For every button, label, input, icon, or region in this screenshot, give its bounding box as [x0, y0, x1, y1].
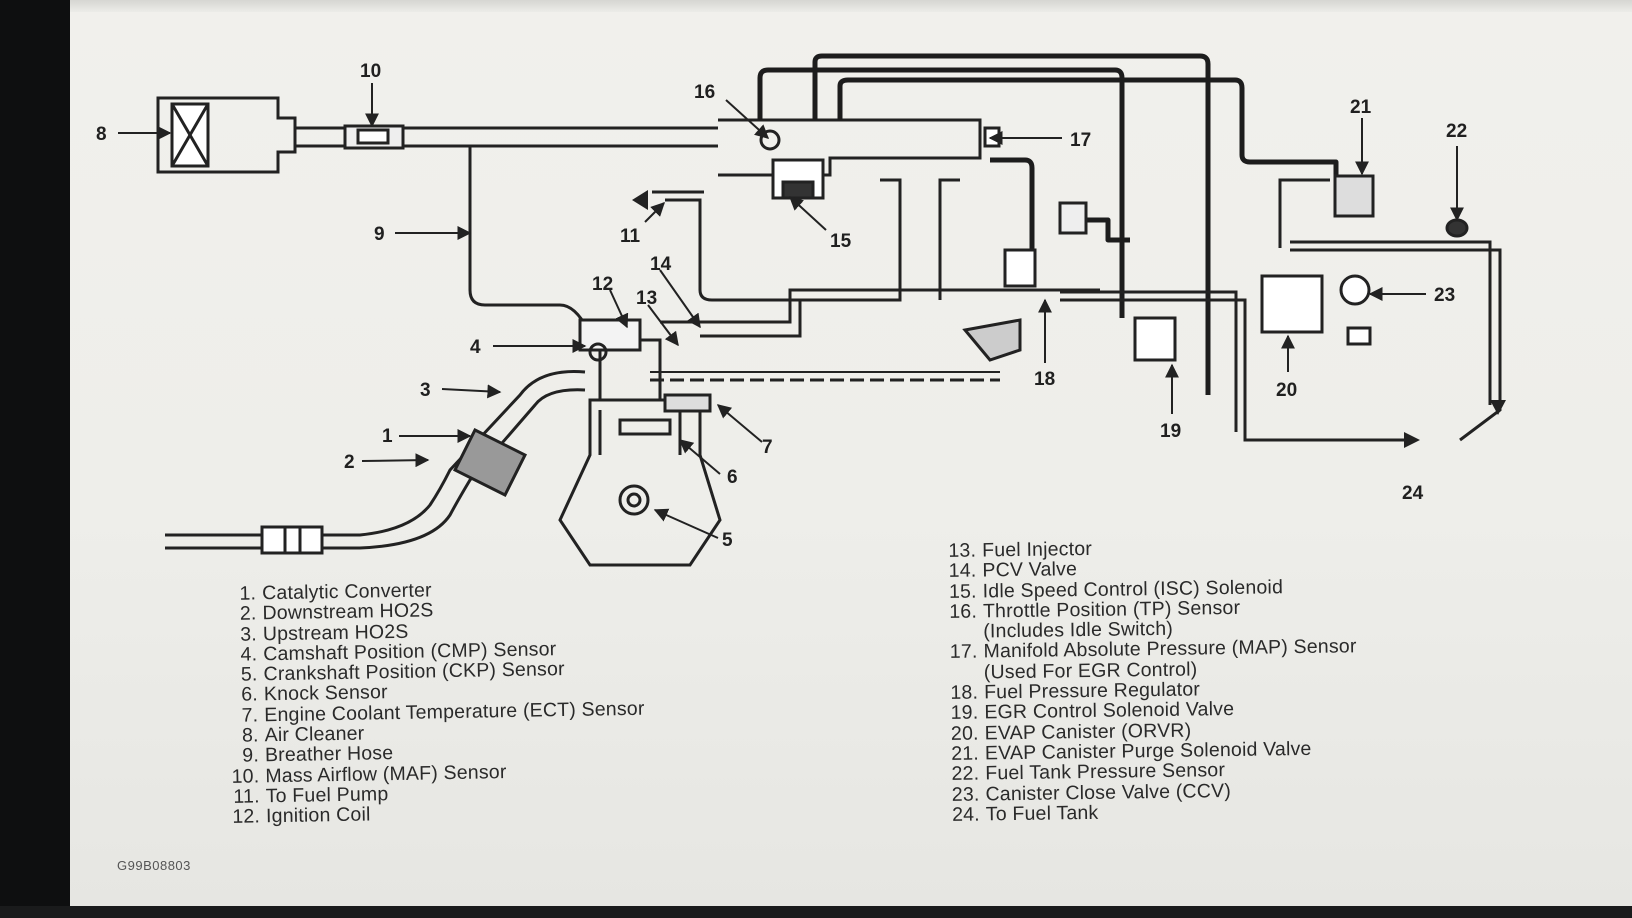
callout-12: 12 — [592, 274, 613, 295]
callout-21: 21 — [1350, 97, 1372, 118]
callout-23: 23 — [1434, 285, 1455, 306]
callout-10: 10 — [360, 61, 381, 82]
right-components — [962, 174, 1469, 362]
callout-8: 8 — [96, 124, 107, 145]
callout-20: 20 — [1276, 380, 1297, 401]
callout-7: 7 — [762, 437, 773, 458]
callout-2: 2 — [344, 452, 355, 473]
callout-13: 13 — [636, 288, 657, 309]
legend-left: 1.Catalytic Converter 2.Downstream HO2S … — [222, 577, 646, 828]
callout-24: 24 — [1402, 483, 1424, 504]
hoses — [468, 146, 1502, 442]
legend-right: 13.Fuel Injector 14.PCV Valve 15.Idle Sp… — [942, 535, 1359, 826]
intake-duct — [295, 124, 718, 150]
figure-code: G99B08803 — [117, 858, 191, 873]
callout-22: 22 — [1446, 121, 1467, 142]
callout-numbers: 1 2 3 4 5 6 7 8 9 10 11 12 13 14 15 16 1… — [96, 61, 1467, 551]
engine-block — [558, 318, 722, 567]
callout-16: 16 — [694, 82, 715, 103]
callout-17: 17 — [1070, 130, 1091, 151]
vacuum-lines — [757, 53, 1339, 395]
top-window-edge — [70, 0, 1632, 12]
to-fuel-tank-arrow-2 — [1490, 400, 1506, 415]
callout-5: 5 — [722, 530, 733, 551]
air-cleaner — [156, 96, 297, 174]
callout-3: 3 — [420, 380, 431, 401]
monitor-screen — [70, 0, 1632, 918]
callout-14: 14 — [650, 254, 672, 275]
callout-18: 18 — [1034, 369, 1055, 390]
callout-6: 6 — [727, 467, 738, 488]
to-fuel-tank-arrow-1 — [1404, 432, 1420, 448]
to-fuel-pump-arrow — [632, 190, 648, 210]
callout-19: 19 — [1160, 421, 1181, 442]
callout-11: 11 — [620, 226, 641, 247]
callout-15: 15 — [830, 231, 852, 252]
callout-4: 4 — [470, 337, 481, 358]
leader-lines — [118, 83, 1464, 539]
monitor-bezel-bottom — [0, 906, 1632, 918]
exhaust-system — [165, 369, 586, 555]
callout-9: 9 — [374, 224, 385, 245]
callout-1: 1 — [382, 426, 393, 447]
